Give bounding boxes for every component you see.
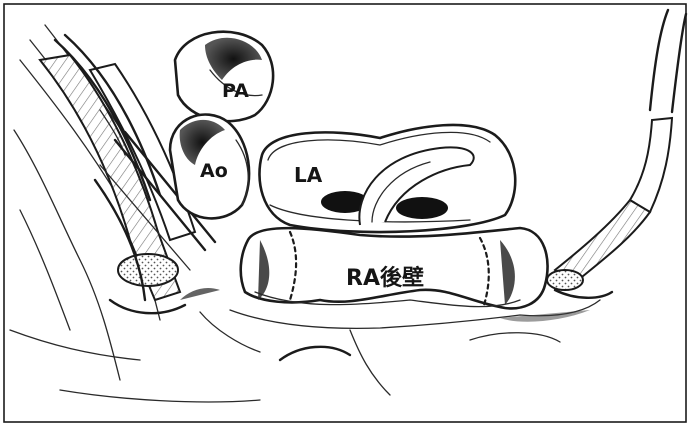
label-ra: RA後壁 xyxy=(346,265,424,291)
label-pa: PA xyxy=(222,80,249,102)
lower-tissue xyxy=(180,288,600,395)
label-la: LA xyxy=(294,163,323,187)
label-ao: Ao xyxy=(200,160,228,182)
pulmonary-artery xyxy=(175,32,273,121)
right-cannula xyxy=(547,10,686,298)
left-cannulas xyxy=(40,35,195,313)
